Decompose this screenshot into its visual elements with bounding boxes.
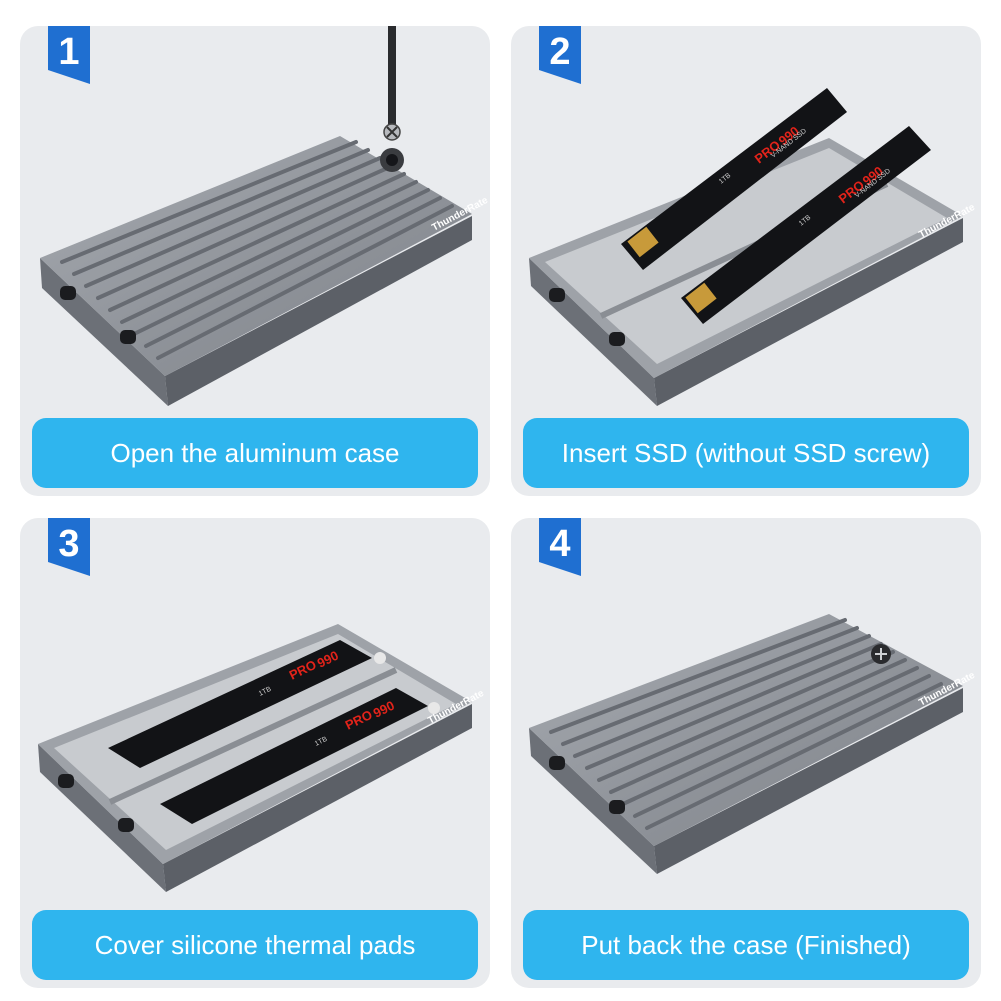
insert-ssd-illustration: 990 PRO V-NAND SSD 1TB 990 PRO V-NAND SS…: [529, 88, 977, 406]
ssd-module-2: 990 PRO 1TB: [160, 688, 428, 824]
thermal-pad-icon: [374, 652, 386, 664]
step-caption-3: Cover silicone thermal pads: [32, 910, 478, 980]
step-panel-2: 2 990 PRO V-NAND SSD 1TB: [511, 26, 981, 496]
closed-case-illustration: ThunderRate: [529, 614, 977, 874]
step-number-1: 1: [58, 31, 80, 73]
step-number-3: 3: [58, 523, 80, 565]
thermal-pads-illustration: 990 PRO 1TB 990 PRO 1TB ThunderRate: [38, 624, 486, 892]
step-badge-3: 3: [48, 518, 90, 576]
step-number-2: 2: [549, 31, 571, 73]
step-panel-3: 3 990 PRO 1TB 990 PRO 1TB: [20, 518, 490, 988]
step-caption-4: Put back the case (Finished): [523, 910, 969, 980]
usb-c-port: [60, 286, 76, 300]
step-number-4: 4: [549, 523, 571, 565]
ssd-module-1: 990 PRO V-NAND SSD 1TB: [621, 88, 847, 270]
step-badge-1: 1: [48, 26, 90, 84]
step-badge-2: 2: [539, 26, 581, 84]
open-case-illustration: ThunderRate: [40, 26, 490, 406]
ssd-module-2: 990 PRO V-NAND SSD 1TB: [681, 126, 931, 324]
step-badge-4: 4: [539, 518, 581, 576]
step-caption-1: Open the aluminum case: [32, 418, 478, 488]
step-panel-1: 1: [20, 26, 490, 496]
screwdriver-icon: [388, 26, 396, 136]
step-caption-2: Insert SSD (without SSD screw): [523, 418, 969, 488]
step-panel-4: 4: [511, 518, 981, 988]
